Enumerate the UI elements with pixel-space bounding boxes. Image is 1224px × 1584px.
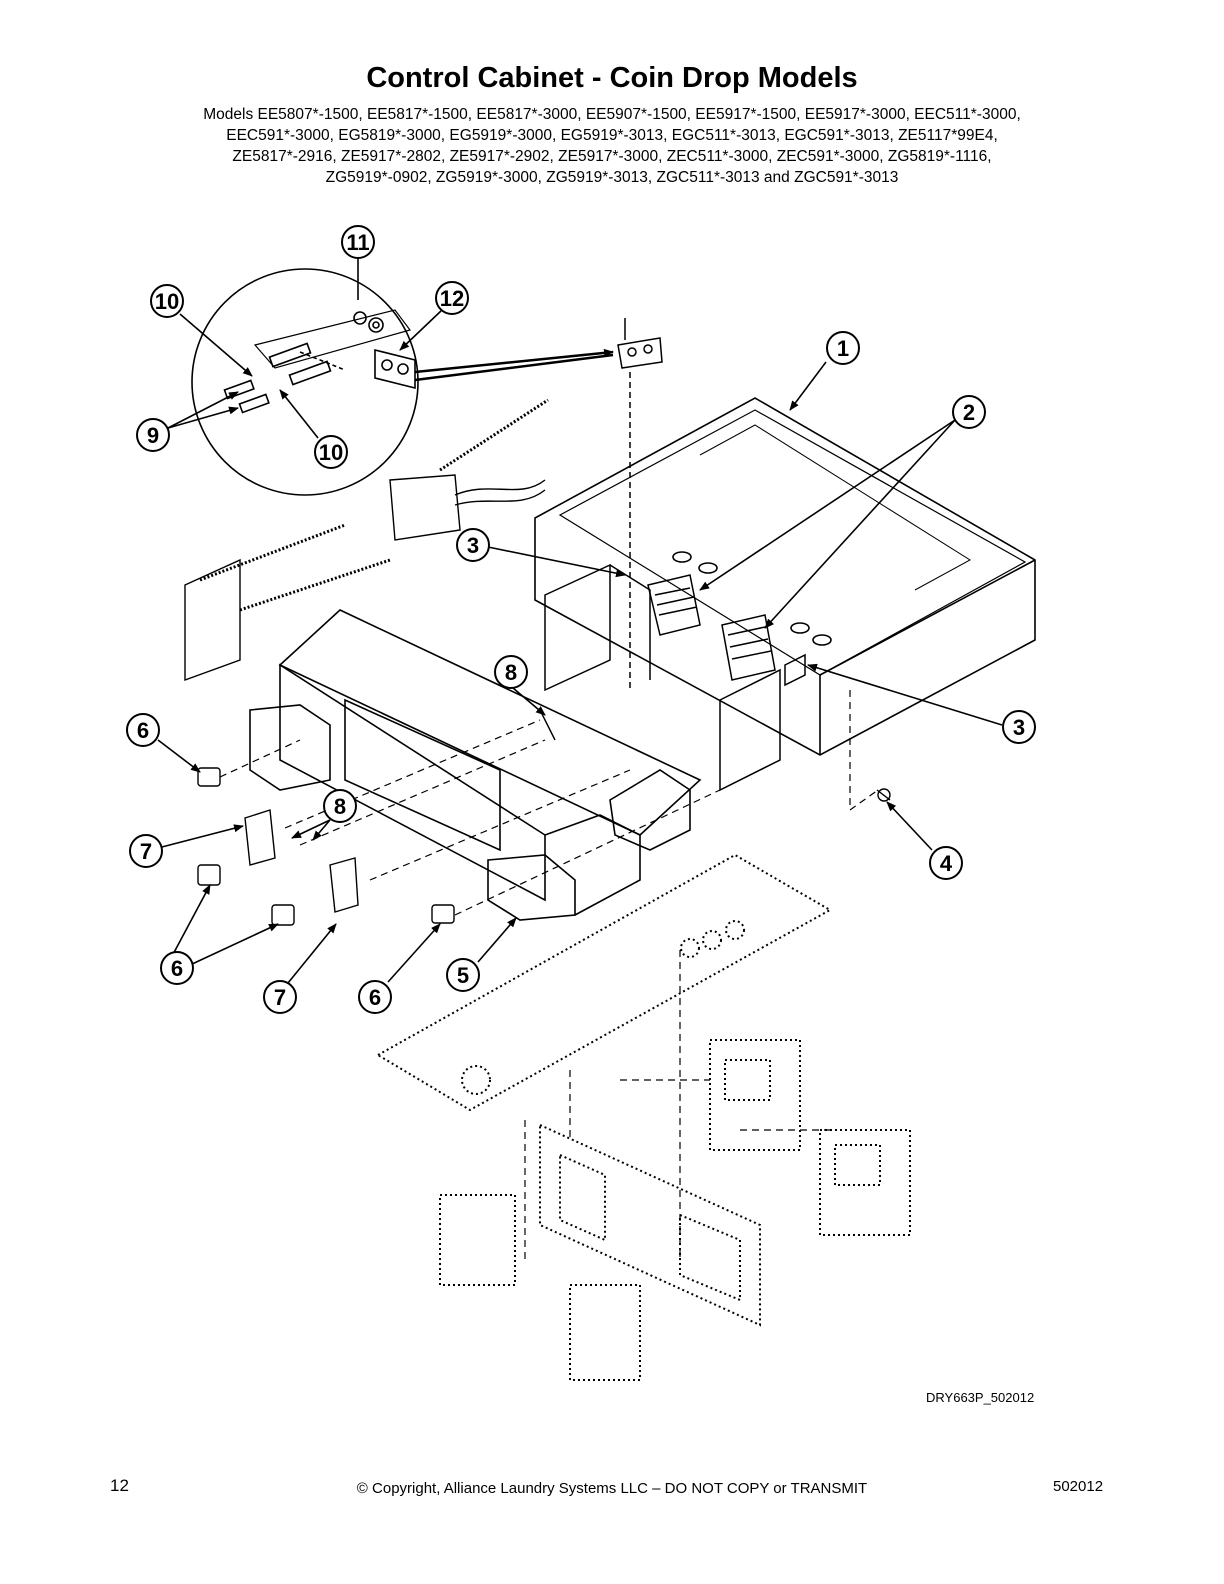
callout-label: 3 (467, 533, 479, 558)
callout-7: 7 (129, 834, 163, 868)
model-line: ZG5919*-0902, ZG5919*-3000, ZG5919*-3013… (325, 169, 899, 186)
callout-label: 8 (334, 794, 346, 819)
callout-4: 4 (929, 846, 963, 880)
document-code: 502012 (1053, 1478, 1104, 1495)
model-line: EEC591*-3000, EG5819*-3000, EG5919*-3000… (226, 127, 998, 144)
callout-3: 3 (456, 528, 490, 562)
transformers (647, 574, 776, 681)
callout-8: 8 (323, 789, 357, 823)
callout-6: 6 (126, 713, 160, 747)
copyright-notice: © Copyright, Alliance Laundry Systems LL… (356, 1480, 868, 1497)
callout-label: 8 (505, 660, 517, 685)
front-panel-assembly (376, 853, 911, 1381)
callout-label: 6 (137, 718, 149, 743)
wiring-harness (184, 398, 549, 681)
callout-6: 6 (358, 980, 392, 1014)
page-number: 12 (110, 1476, 129, 1495)
callout-5: 5 (446, 958, 480, 992)
mounting-brackets (544, 563, 806, 792)
control-cabinet (534, 397, 1036, 756)
callout-label: 4 (940, 851, 953, 876)
callout-label: 2 (963, 400, 975, 425)
figure-code: DRY663P_502012 (926, 1390, 1035, 1405)
callout-label: 6 (171, 956, 183, 981)
callout-6: 6 (160, 951, 194, 985)
callout-label: 6 (369, 985, 381, 1010)
model-line: Models EE5807*-1500, EE5817*-1500, EE581… (203, 106, 1021, 123)
callout-3: 3 (1002, 710, 1036, 744)
callout-label: 12 (440, 286, 464, 311)
callout-label: 10 (319, 440, 343, 465)
callout-7: 7 (263, 980, 297, 1014)
callout-label: 1 (837, 336, 849, 361)
coin-drop-frame (249, 609, 702, 921)
small-parts (197, 709, 891, 926)
callout-9: 9 (136, 418, 170, 452)
model-line: ZE5817*-2916, ZE5917*-2802, ZE5917*-2902… (232, 148, 992, 165)
assembly-guides (219, 690, 879, 1260)
terminal-block-top (617, 318, 663, 690)
callout-label: 5 (457, 963, 469, 988)
callout-2: 2 (952, 395, 986, 429)
detail-inset (191, 268, 419, 496)
callout-12: 12 (435, 281, 469, 315)
callout-10: 10 (150, 284, 184, 318)
leader-lines (157, 257, 1003, 984)
callout-label: 7 (274, 985, 286, 1010)
callout-label: 9 (147, 423, 159, 448)
callout-label: 3 (1013, 715, 1025, 740)
callout-1: 1 (826, 331, 860, 365)
callout-label: 11 (346, 230, 369, 255)
callout-10: 10 (314, 435, 348, 469)
page-title: Control Cabinet - Coin Drop Models (366, 62, 858, 94)
callout-11: 11 (341, 225, 375, 259)
callout-label: 7 (140, 839, 152, 864)
callout-8: 8 (494, 655, 528, 689)
model-list: Models EE5807*-1500, EE5817*-1500, EE581… (100, 104, 1124, 188)
callout-markers: 11 10 12 1 2 9 10 3 8 3 6 8 7 4 6 5 7 6 (126, 225, 1036, 1014)
callout-label: 10 (155, 289, 179, 314)
